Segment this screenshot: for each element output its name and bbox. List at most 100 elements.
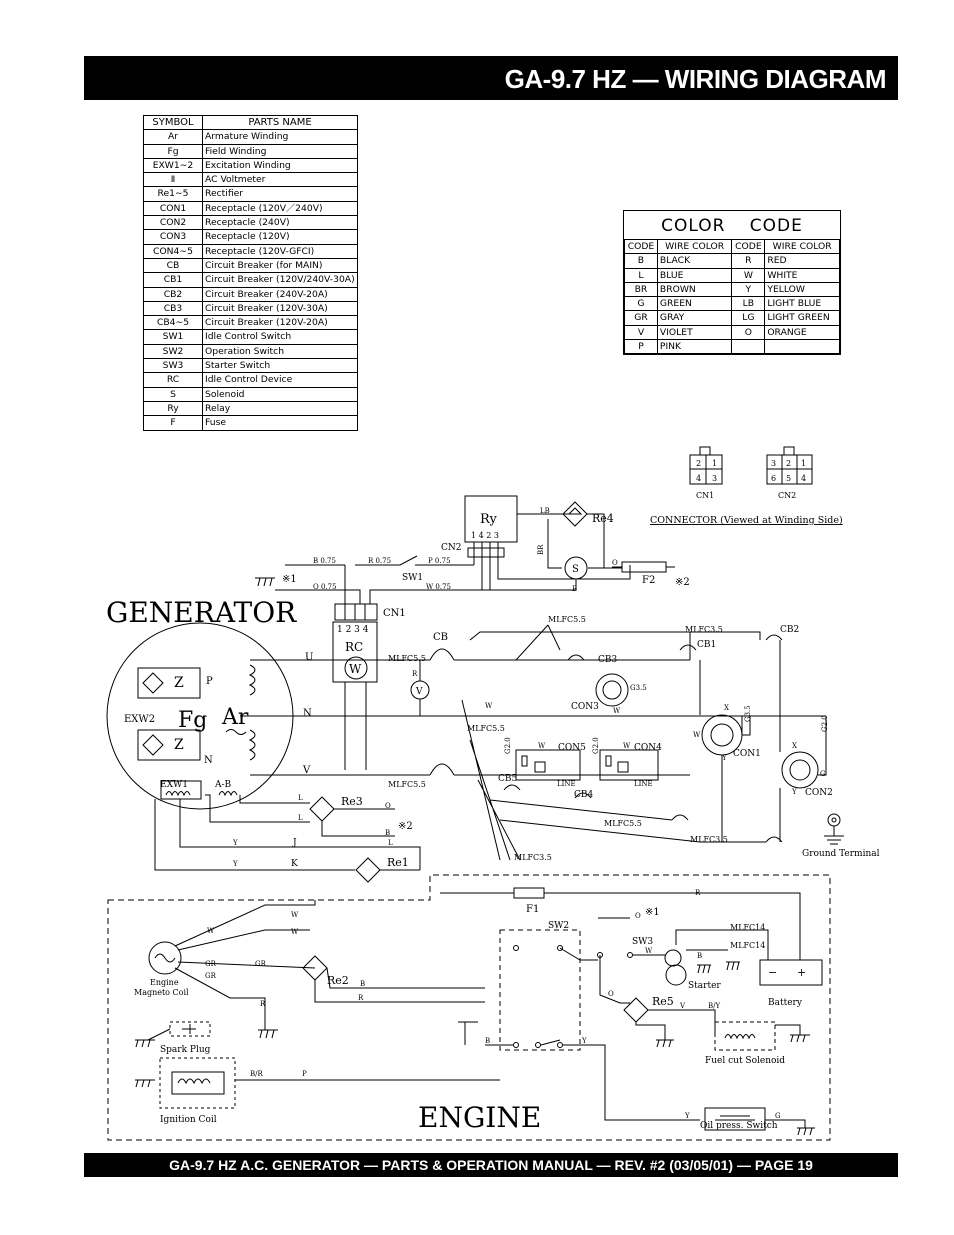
part-name: Receptacle (120V／240V) [202,200,358,217]
color-code: GR [624,310,658,326]
part-symbol: SW2 [143,343,203,360]
wire-code-g: G [775,1112,781,1120]
terminal-p: P [206,676,213,687]
con1-label: CON1 [733,749,761,759]
part-name: Circuit Breaker (for MAIN) [202,257,358,274]
wire-code-l: L [298,814,303,822]
wire-mlfc55: MLFC5.5 [548,615,586,624]
receptacle-con5: CON5 G2.0 LINE [504,737,586,788]
cb-label: CB [433,632,448,643]
wire-code-r: R [260,1000,266,1008]
main-breaker-cb [429,648,455,661]
wire-code-o: O [635,912,641,920]
wire-code-r: R [412,670,418,678]
starter-label: Starter [688,981,721,991]
wire-code-y: Y [581,1037,587,1045]
color-code: LG [731,310,766,326]
sw2-label: SW2 [548,921,569,931]
cn2-pin: 6 [771,474,776,483]
con3-label: CON3 [571,702,599,712]
line-v: V [302,765,311,776]
cn2-label: CN2 [778,491,796,500]
color-code-title: COLOR CODE [661,216,803,236]
engine-magneto-label: Magneto Coil [134,988,189,997]
relay-pins: 1 4 2 3 [471,531,499,540]
page-footer: GA-9.7 HZ A.C. GENERATOR — PARTS & OPERA… [84,1153,898,1177]
relay-ry: Ry 1 4 2 3 CN2 [441,495,518,565]
re2-label: Re2 [327,974,349,987]
cn1-connector: CN1 1 2 3 4 [334,603,406,635]
wire-color: ORANGE [764,324,840,341]
cb2-label: CB2 [780,625,799,635]
engine-magneto-coil [148,941,182,975]
part-name: Solenoid [202,386,358,402]
wire-code-w: W [485,702,493,710]
wire-color: BROWN [656,281,733,298]
note-x2: ※2 [675,577,690,588]
receptacle-con4: CON4 G2.0 LINE W W [538,737,662,788]
connector-cn2-pinout: 3 2 1 6 5 4 CN2 [766,446,813,500]
wire-code-y: Y [791,788,797,796]
operation-switch-sw2 [499,929,581,1051]
re1-label: Re1 [387,856,409,869]
battery-label: Battery [768,998,803,1008]
cn2-pin: 4 [801,474,806,483]
wire-o075: O 0.75 [313,583,337,591]
part-name: AC Voltmeter [202,172,358,188]
line-label: LINE [634,780,653,788]
part-name: Operation Switch [202,343,358,360]
wire-mlfc55: MLFC5.5 [388,654,426,663]
wire-color: YELLOW [764,281,840,298]
rectifier-re2: Re2 B R [302,955,485,1003]
f1-label: F1 [526,904,539,915]
connector-note: CONNECTOR (Viewed at Winding Side) [650,515,843,526]
cb4-label: CB4 [574,790,594,800]
wire-code-p: P [302,1070,307,1078]
solenoid-label: S [572,564,579,575]
re5-label: Re5 [652,995,674,1008]
ignition-coil-label: Ignition Coil [160,1115,217,1125]
part-name: Receptacle (120V) [202,229,358,245]
wire-code-j: J [292,838,297,848]
wire-code-l: L [298,794,303,802]
cn1-label: CN1 [696,491,714,500]
con4-label: CON4 [634,743,662,753]
breaker-cb1 [679,644,697,651]
line-u: U [305,652,313,663]
color-code-header: WIRE COLOR [764,238,840,255]
wire-mlfc35: MLFC3.5 [685,625,723,634]
relay-label: Ry [480,512,498,527]
note-x2-b: ※2 [398,821,413,832]
page-header: GA-9.7 HZ — WIRING DIAGRAM [84,56,898,100]
wire-code-r: R [695,889,701,897]
wire-color [764,339,840,355]
wire-r075: R 0.75 [368,557,391,565]
part-name: Rectifier [202,186,358,202]
footer-text: GA-9.7 HZ A.C. GENERATOR — PARTS & OPERA… [169,1157,813,1173]
wire-code-o: O [612,559,618,567]
wire-b075: B 0.75 [313,557,336,565]
voltmeter-label: V [415,687,423,697]
wire-code-x: X [724,704,729,712]
fuse-f2 [621,561,667,573]
part-symbol: CON4∼5 [143,243,203,259]
part-symbol: SW1 [143,329,203,345]
part-name: Idle Control Device [202,372,358,388]
sw3-label: SW3 [632,937,653,947]
wire-mlfc55: MLFC5.5 [388,780,426,789]
